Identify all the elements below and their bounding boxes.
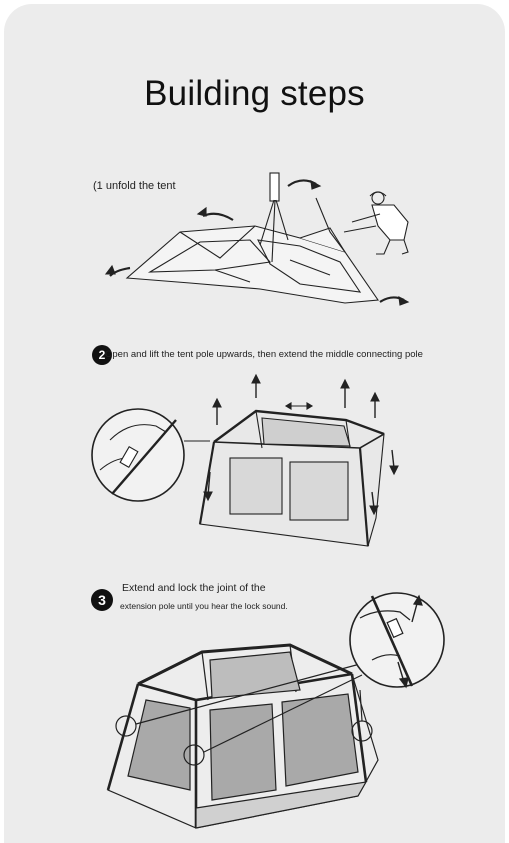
step-3-caption-line-1: Extend and lock the joint of the [122, 582, 266, 594]
step-3-number-badge: 3 [91, 589, 113, 611]
step-1-label: (1 unfold the tent [93, 180, 176, 192]
step-1-caption: unfold the tent [105, 180, 176, 192]
step-2-illustration [91, 373, 399, 547]
step-1-number: 1 [96, 180, 103, 192]
step-1-illustration [104, 172, 410, 306]
step-3-illustration [106, 592, 445, 829]
step-3-caption-line-2: extension pole until you hear the lock s… [120, 601, 288, 611]
step-2-number-badge: 2 [92, 345, 112, 365]
step-2-caption: Open and lift the tent pole upwards, the… [105, 349, 423, 360]
page-title: Building steps [144, 74, 365, 113]
